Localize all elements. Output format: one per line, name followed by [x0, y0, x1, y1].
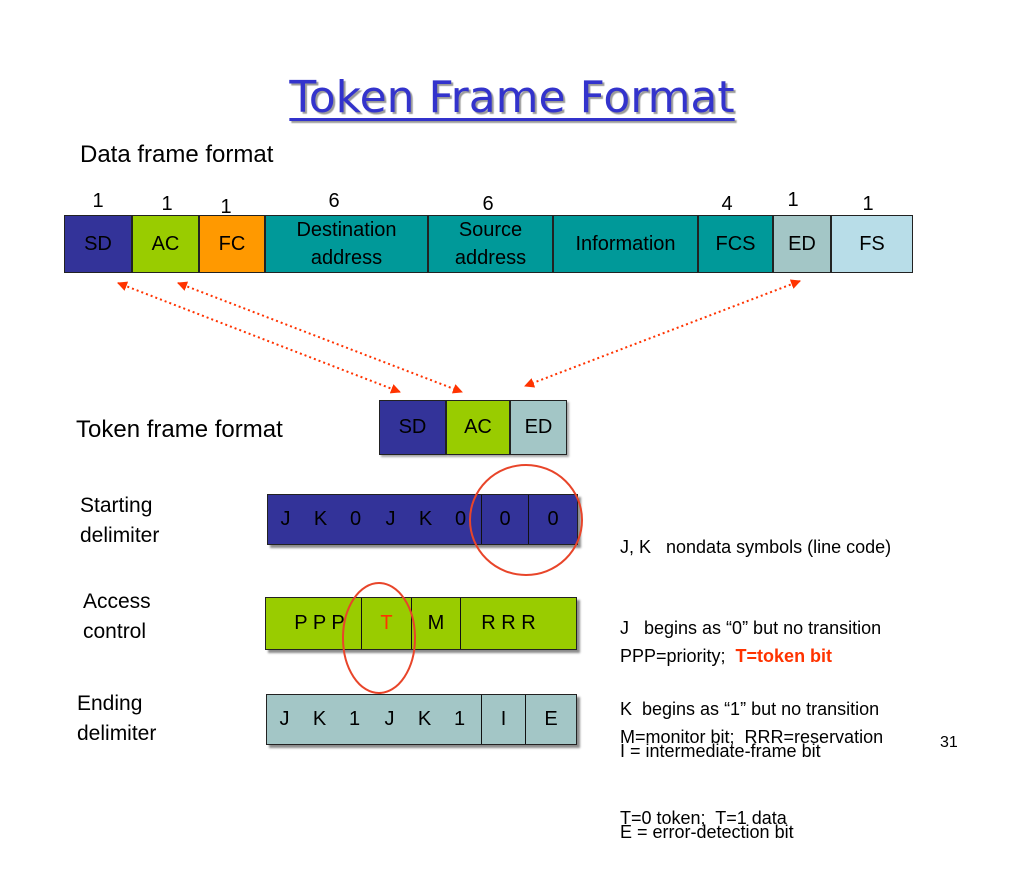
symbol: J [385, 508, 396, 530]
data-frame-field-source: Source address [428, 215, 553, 273]
symbol: K [312, 708, 327, 730]
field-label: Information [575, 233, 676, 255]
token-frame-field-sd: SD [379, 400, 446, 455]
note-line: J, K nondata symbols (line code) [620, 537, 892, 557]
field-label: AC [151, 233, 180, 255]
label-line: Ending [77, 692, 143, 715]
field-label: SD [398, 416, 427, 438]
symbol: 0 [454, 508, 467, 530]
access-control-field: P P P T M R R R [265, 597, 577, 650]
note-line: I = intermediate-frame bit [620, 741, 821, 761]
note-emphasis: T=token bit [735, 646, 833, 666]
segment-label: R R R [481, 612, 536, 634]
page-number: 31 [940, 734, 958, 751]
starting-delimiter-label: Starting delimiter [80, 491, 159, 551]
data-frame-field-ac: AC [132, 215, 199, 273]
arrow-ac-mapping [177, 281, 463, 394]
symbol: J [279, 708, 290, 730]
field-size-ac: 1 [161, 193, 173, 215]
data-frame-field-sd: SD [64, 215, 132, 273]
field-label: ED [788, 233, 816, 255]
reservation-bits: R R R [460, 598, 576, 649]
slide-title: Token Frame Format [289, 72, 735, 123]
arrow-ed-mapping [524, 279, 801, 388]
data-frame-field-destination: Destination address [265, 215, 428, 273]
field-size-fcs: 4 [721, 193, 733, 215]
field-size-fs: 1 [862, 193, 874, 215]
field-label-line: Source [458, 219, 523, 241]
arrow-sd-mapping [117, 281, 401, 394]
symbol: 1 [453, 708, 466, 730]
symbol: J [384, 708, 395, 730]
symbol: 0 [349, 508, 362, 530]
bit-value: 0 [499, 508, 511, 530]
symbol: J [280, 508, 291, 530]
nondata-symbols: J K 0 J K 0 [268, 495, 481, 544]
field-label: FS [859, 233, 885, 255]
field-label-line: address [310, 247, 383, 269]
segment-label: M [427, 612, 445, 634]
nondata-symbols: J K 1 J K 1 [267, 695, 482, 744]
data-frame-field-ed: ED [773, 215, 831, 273]
access-control-label: Access control [83, 587, 151, 647]
field-label: FCS [715, 233, 756, 255]
segment-label: P P P [294, 612, 345, 634]
label-line: Starting [80, 494, 153, 517]
field-label-line: address [454, 247, 527, 269]
label-line: Access [83, 590, 151, 613]
delimiter-bit-cell: 0 [481, 495, 528, 544]
note-line: E = error-detection bit [620, 822, 794, 842]
priority-bits: P P P [266, 598, 361, 649]
field-size-destination: 6 [328, 190, 340, 212]
delimiter-bit-cell: 0 [528, 495, 577, 544]
data-frame-field-information: Information [553, 215, 698, 273]
field-size-source: 6 [482, 193, 494, 215]
label-line: delimiter [77, 722, 157, 745]
note-line: J begins as “0” but no transition [620, 618, 882, 638]
bit-value: I [500, 708, 507, 730]
bit-value: 0 [547, 508, 559, 530]
field-size-sd: 1 [92, 190, 104, 212]
symbol: K [417, 708, 432, 730]
ending-delimiter-field: J K 1 J K 1 I E [266, 694, 577, 745]
label-line: control [83, 620, 147, 643]
field-label-line: Destination [296, 219, 397, 241]
token-bit: T [361, 598, 411, 649]
field-size-ed: 1 [787, 189, 799, 211]
ending-delimiter-label: Ending delimiter [77, 689, 156, 749]
note-line: K begins as “1” but no transition [620, 699, 880, 719]
token-frame-label: Token frame format [76, 416, 283, 443]
symbol: 1 [348, 708, 361, 730]
token-frame-field-ac: AC [446, 400, 510, 455]
ending-delimiter-notes: I = intermediate-frame bit E = error-det… [620, 684, 821, 873]
symbol: K [418, 508, 433, 530]
segment-label: T [380, 612, 393, 634]
data-frame-label: Data frame format [80, 141, 274, 168]
note-line: M=monitor bit; RRR=reservation [620, 727, 884, 747]
token-frame-field-ed: ED [510, 400, 567, 455]
field-label: FC [218, 233, 246, 255]
monitor-bit: M [411, 598, 460, 649]
starting-delimiter-field: J K 0 J K 0 0 0 [267, 494, 578, 545]
note-text: PPP=priority; [620, 646, 736, 666]
symbol: K [313, 508, 328, 530]
field-label: ED [524, 416, 553, 438]
bit-value: E [544, 708, 558, 730]
data-frame-field-fs: FS [831, 215, 913, 273]
data-frame-field-fcs: FCS [698, 215, 773, 273]
data-frame-field-fc: FC [199, 215, 265, 273]
field-label: SD [84, 233, 112, 255]
field-label: AC [464, 416, 492, 438]
starting-delimiter-notes: J, K nondata symbols (line code) J begin… [620, 480, 891, 750]
error-detection-bit: E [525, 695, 576, 744]
intermediate-frame-bit: I [481, 695, 525, 744]
field-size-fc: 1 [220, 196, 232, 218]
label-line: delimiter [80, 524, 160, 547]
note-line: PPP=priority; T=token bit [620, 643, 883, 670]
